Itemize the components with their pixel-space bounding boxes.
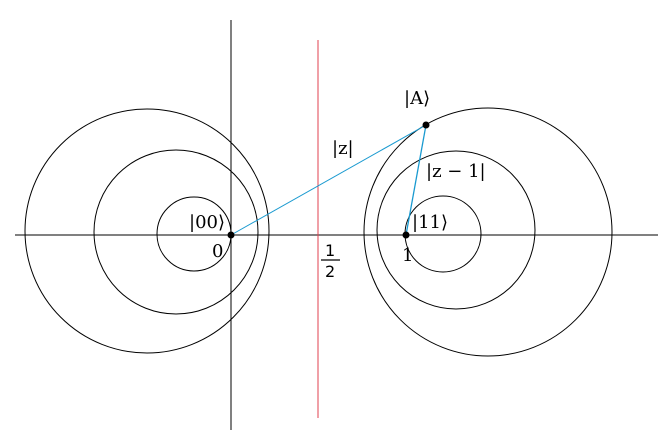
segment-origin-to-a	[230, 124, 427, 236]
label-mod-z: |z|	[332, 138, 354, 159]
label-zero: 0	[212, 241, 223, 262]
label-half-denominator: 2	[325, 262, 335, 281]
label-ket-11: |11⟩	[412, 212, 448, 233]
left-circle-large	[24, 108, 270, 354]
left-circle-medium	[93, 149, 259, 315]
right-circle-small	[404, 195, 482, 273]
label-one: 1	[402, 245, 413, 266]
label-half-numerator: 1	[325, 241, 335, 260]
right-circle-medium	[376, 150, 536, 310]
right-circle-large	[363, 107, 613, 357]
point-11	[402, 231, 410, 239]
point-00	[227, 231, 235, 239]
point-a	[422, 121, 430, 129]
label-mod-z-minus-1: |z − 1|	[426, 161, 486, 182]
label-ket-00: |00⟩	[189, 212, 225, 233]
segment-one-to-a	[405, 124, 427, 236]
label-ket-a: |A⟩	[404, 88, 430, 109]
